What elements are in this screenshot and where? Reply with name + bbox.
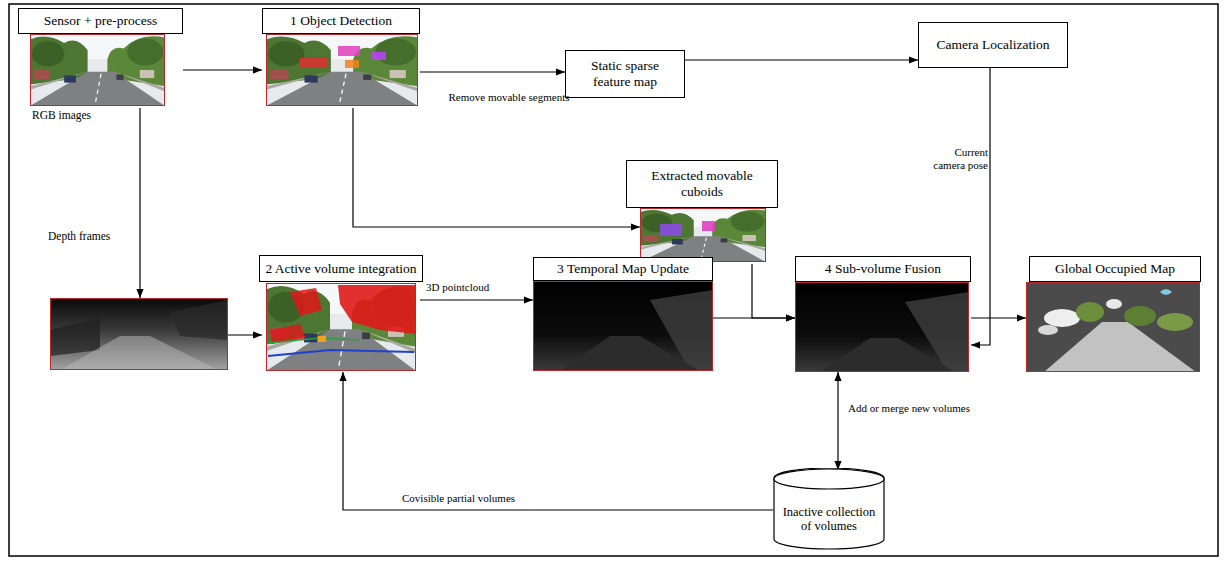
node-text: Depth frames [48, 230, 110, 242]
flow-arrow [353, 108, 640, 227]
image-frame [30, 34, 165, 106]
database-cylinder: Inactive collection of volumes [773, 468, 885, 550]
flow-arrow [228, 334, 262, 335]
image-caption: Depth frames [48, 230, 110, 242]
cuboids-photo [640, 208, 766, 262]
process-stage: 1 Object Detection [262, 8, 420, 108]
flow-arrow [139, 108, 140, 298]
street-photo [30, 34, 165, 106]
stage-header: 3 Temporal Map Update [533, 257, 713, 281]
fusion-image [795, 282, 969, 372]
image-frame [533, 281, 713, 371]
flow-arrow [752, 264, 795, 318]
node-text: Global Occupied Map [1055, 261, 1175, 277]
flow-arrow [837, 372, 838, 470]
node-text: 4 Sub-volume Fusion [825, 261, 941, 277]
edge-label: Covisible partial volumes [400, 492, 544, 505]
process-stage: 3 Temporal Map Update [533, 257, 713, 372]
image-frame [266, 34, 418, 106]
image-frame [1026, 282, 1200, 372]
process-stage: 2 Active volume integration [262, 255, 420, 372]
flow-arrow [183, 69, 262, 70]
active-volume-photo [266, 283, 416, 371]
temporal-map-image [533, 281, 713, 371]
process-stage: Extracted movable cuboids [626, 160, 778, 264]
flow-arrow [420, 299, 533, 300]
cylinder-text: Inactive collection of volumes [773, 492, 885, 546]
process-box: Camera Localization [918, 22, 1068, 68]
node-text: Inactive collection of volumes [779, 505, 879, 534]
node-text: Extracted movable cuboids [632, 168, 772, 199]
edge-label: Remove movable segments [440, 91, 578, 104]
node-text: 1 Object Detection [290, 13, 392, 29]
stage-header: 2 Active volume integration [259, 255, 423, 282]
detection-photo [266, 34, 418, 106]
stage-header: Extracted movable cuboids [626, 160, 778, 208]
node-text: Camera Localization [937, 37, 1050, 53]
stage-header: Sensor + pre-process [18, 8, 183, 34]
node-text: Static sparse feature map [571, 58, 679, 89]
node-text: 3 Temporal Map Update [557, 261, 689, 277]
outer-frame [9, 4, 1218, 556]
node-text: 2 Active volume integration [265, 261, 416, 277]
edge-label: Current camera pose [920, 146, 990, 172]
annotation: RGB images [30, 109, 93, 123]
image-frame [640, 208, 766, 262]
flow-arrow [343, 372, 773, 510]
flow-arrow [971, 68, 990, 345]
edge-label: 3D pointcloud [424, 281, 518, 294]
flow-arrow [971, 317, 1026, 318]
process-stage: Global Occupied Map [1026, 256, 1202, 372]
process-stage: Depth frames [46, 230, 228, 372]
image-frame [795, 282, 969, 372]
node-text: Sensor + pre-process [44, 13, 157, 29]
flow-arrow [420, 71, 565, 72]
process-stage: Sensor + pre-process [18, 8, 183, 108]
image-frame [50, 298, 228, 370]
image-frame [266, 283, 416, 371]
process-stage: 4 Sub-volume Fusion [795, 256, 971, 372]
global-map-image [1026, 282, 1200, 372]
stage-header: 4 Sub-volume Fusion [795, 256, 971, 282]
process-box: Static sparse feature map [565, 50, 685, 98]
flow-arrow [685, 59, 918, 60]
edge-label: Add or merge new volumes [846, 402, 990, 415]
depth-image [50, 298, 228, 370]
stage-header: Global Occupied Map [1029, 256, 1201, 282]
stage-header: 1 Object Detection [262, 8, 420, 34]
